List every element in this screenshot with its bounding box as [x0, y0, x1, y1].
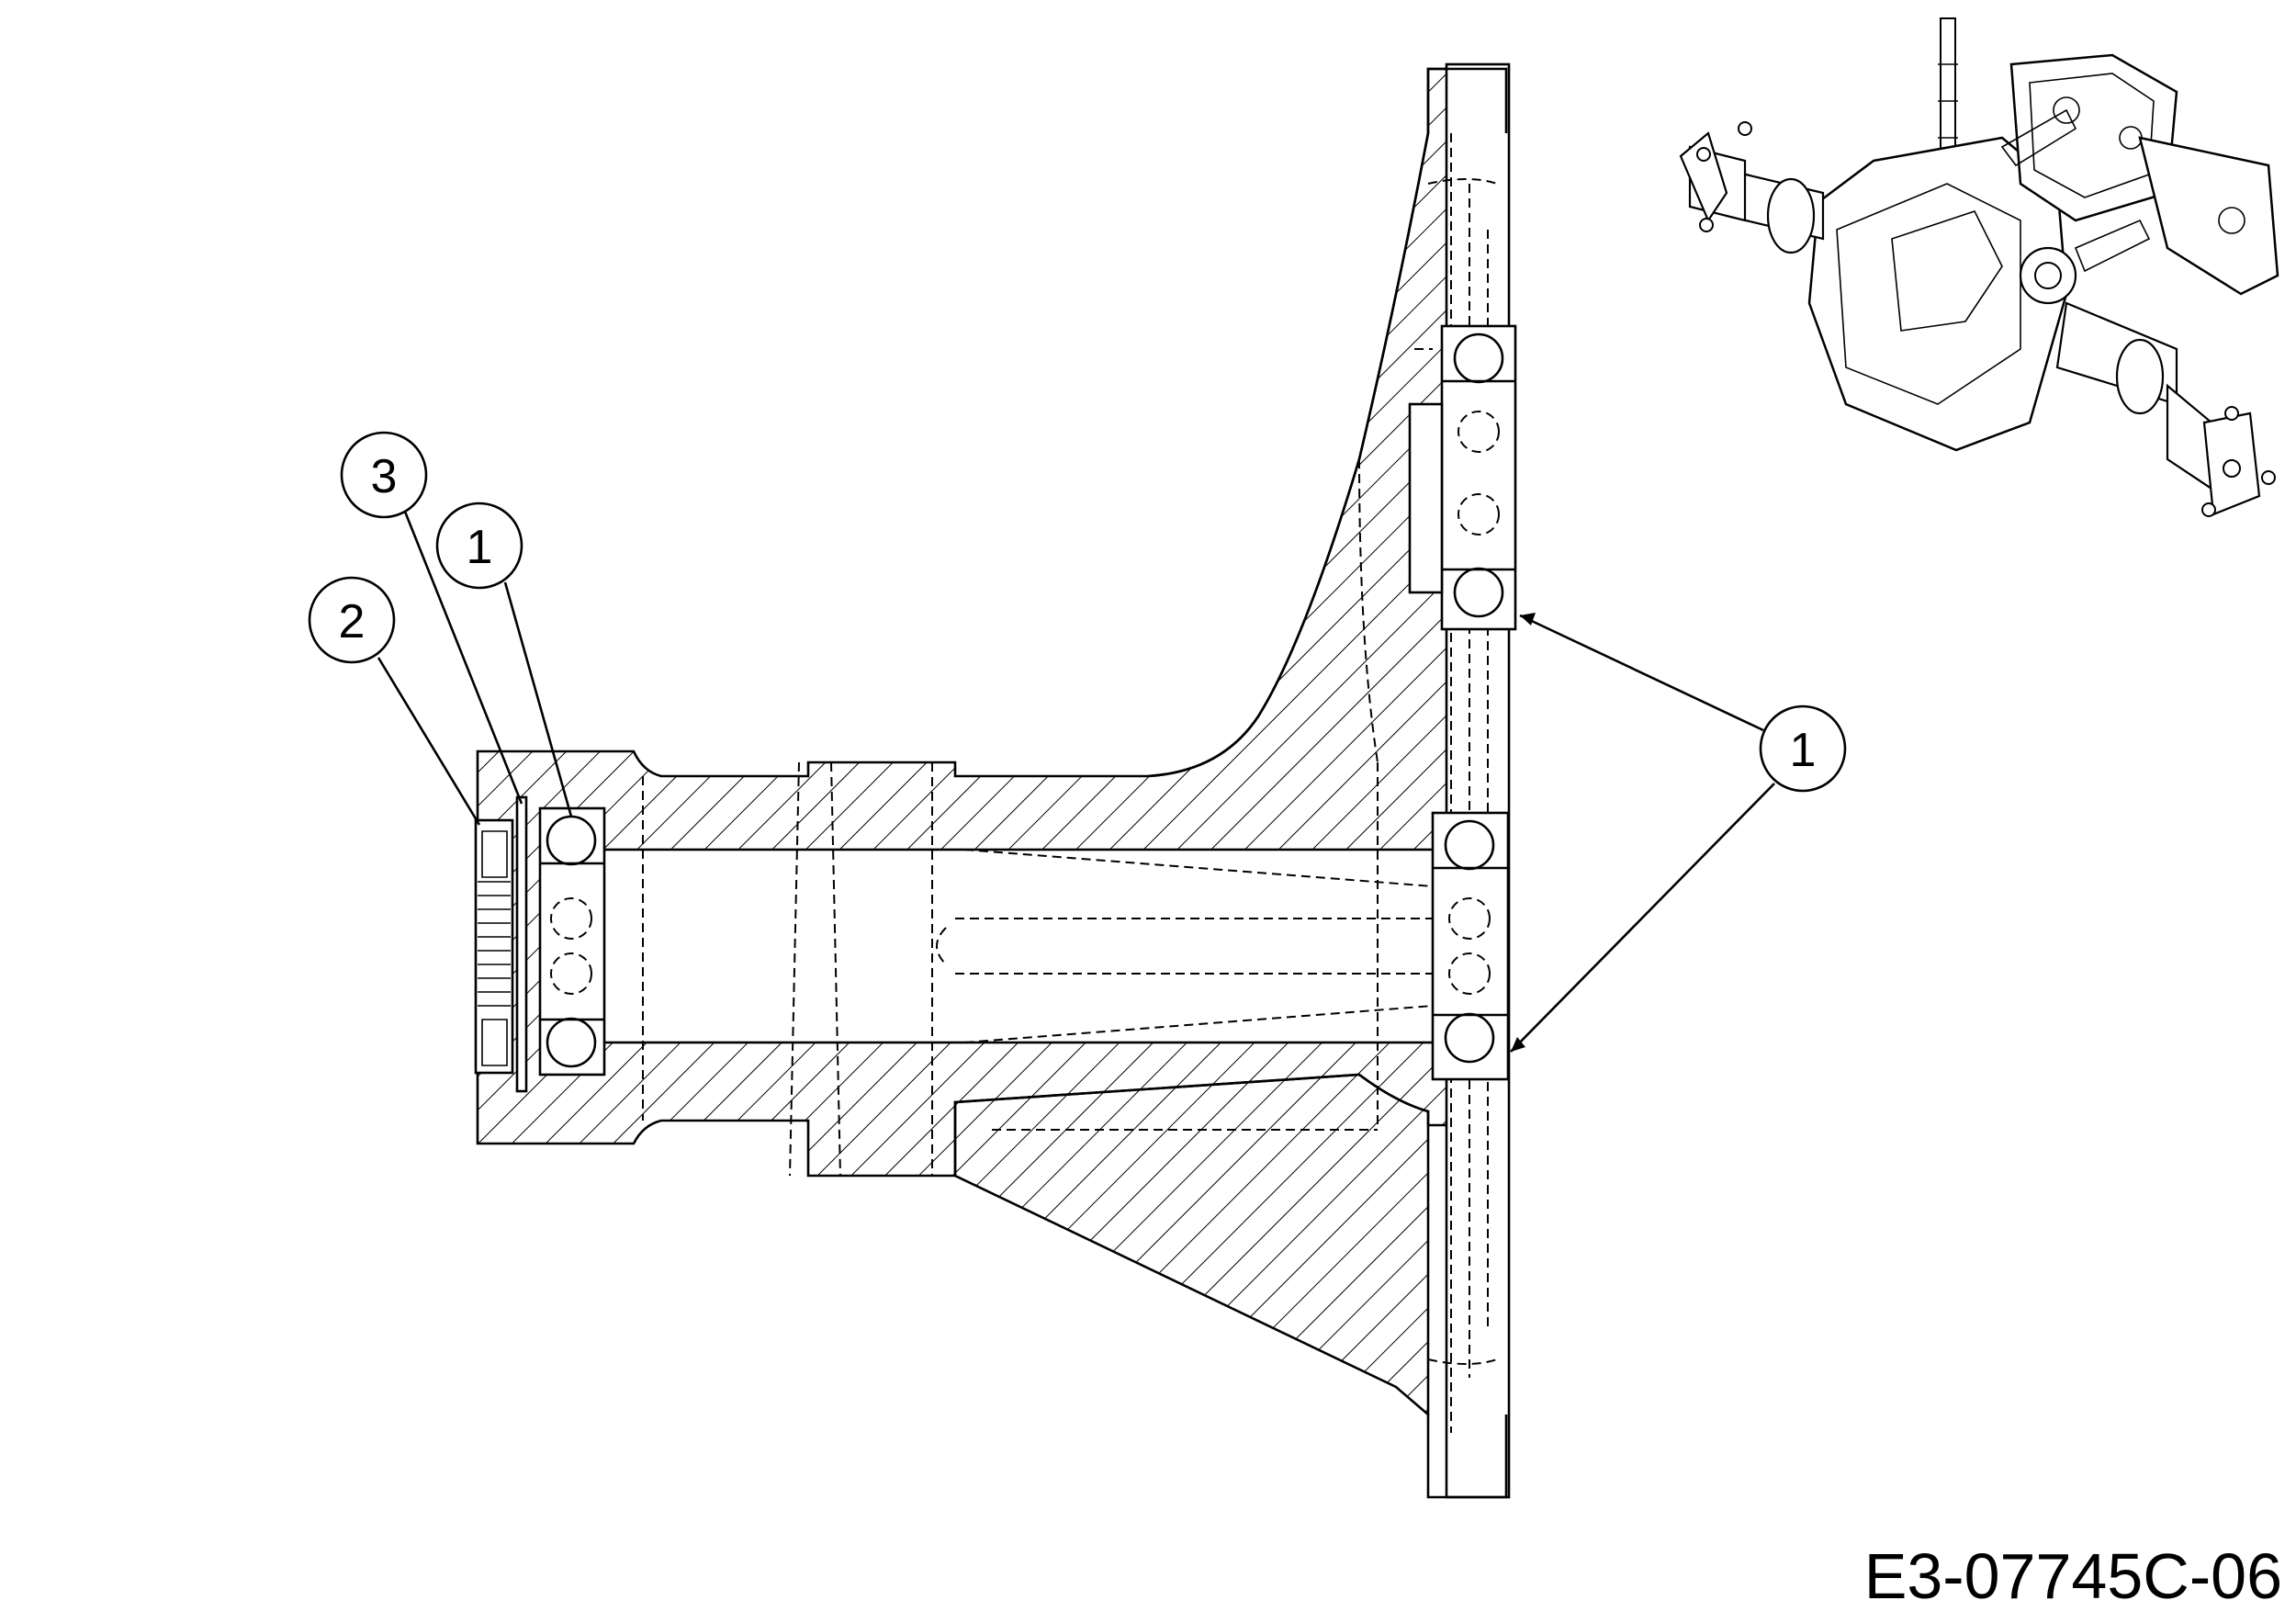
callout-3[interactable]: 3 [340, 431, 523, 805]
transaxle-assembly-icon [1679, 17, 2279, 517]
drawing-code-label: E3-07745C-06 [1864, 1540, 2282, 1612]
housing-bore [549, 848, 1490, 1044]
axle-housing-section [476, 62, 1511, 1499]
callout-2-label: 2 [339, 595, 366, 648]
bearing-ball-top [546, 815, 597, 866]
flange-face [1445, 62, 1511, 1499]
callout-1-right-label: 1 [1790, 724, 1817, 777]
callout-2[interactable]: 2 [308, 576, 481, 826]
right-bearing-lower [1431, 811, 1510, 1081]
callout-3-label: 3 [371, 450, 398, 503]
bearing-ball-bottom [546, 1017, 597, 1068]
callout-1-right[interactable]: 1 [1510, 613, 1847, 1053]
callout-1-left-label: 1 [467, 521, 493, 574]
snap-ring [515, 795, 528, 1093]
callout-1-left[interactable]: 1 [435, 502, 573, 817]
right-bearing-upper [1408, 324, 1517, 631]
left-bearing-seal-assembly [474, 795, 606, 1093]
